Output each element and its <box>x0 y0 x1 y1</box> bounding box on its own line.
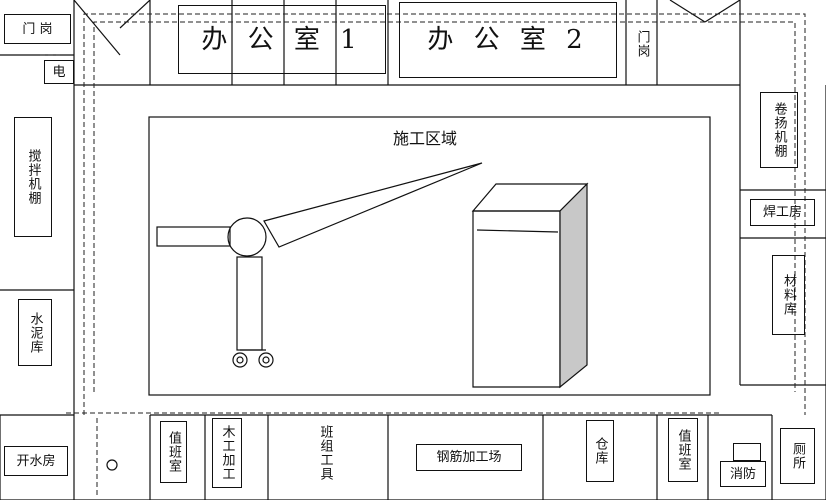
duty-room-left-box: 值班室 <box>160 421 187 483</box>
boiler-room-label: 开水房 <box>16 453 56 469</box>
office1-label: 办 公 室 1 <box>201 24 363 55</box>
office1-box: 办 公 室 1 <box>178 5 386 74</box>
electric-box: 电 <box>44 60 74 84</box>
duty-room-right-label: 值班室 <box>675 429 691 471</box>
fire-equipment-top <box>733 443 761 461</box>
toilet-label: 厕所 <box>790 442 805 470</box>
team-tools-label: 班组工具 <box>317 425 333 481</box>
mixer-shed-label: 搅拌机棚 <box>25 149 41 205</box>
material-store-box: 材料库 <box>772 255 805 335</box>
carpentry-box: 木工加工 <box>212 418 242 488</box>
duty-room-left-label: 值班室 <box>166 431 181 473</box>
cement-store-box: 水泥库 <box>18 299 52 366</box>
electric-label: 电 <box>52 64 66 80</box>
rebar-yard-label: 钢筋加工场 <box>436 450 502 465</box>
weld-room-label: 焊工房 <box>762 205 802 220</box>
carpentry-label: 木工加工 <box>219 425 235 481</box>
warehouse-label: 仓库 <box>592 437 608 465</box>
fire-label: 消防 <box>729 466 756 482</box>
hoist-shed-box: 卷扬机棚 <box>760 92 798 168</box>
cement-store-label: 水泥库 <box>27 311 43 354</box>
construction-zone-title: 施工区域 <box>393 129 458 148</box>
rebar-yard-box: 钢筋加工场 <box>416 444 522 471</box>
boiler-room-box: 开水房 <box>4 446 68 476</box>
gate-right-area: 门岗 <box>628 14 656 74</box>
hoist-shed-label: 卷扬机棚 <box>771 102 787 158</box>
gate-right-label: 门岗 <box>634 30 650 58</box>
toilet-box: 厕所 <box>780 428 815 484</box>
mixer-shed-box: 搅拌机棚 <box>14 117 52 237</box>
warehouse-box: 仓库 <box>586 420 614 482</box>
material-store-label: 材料库 <box>781 274 796 316</box>
weld-room-box: 焊工房 <box>750 199 815 226</box>
fire-box: 消防 <box>720 461 766 487</box>
office2-label: 办 公 室 2 <box>427 25 589 55</box>
gate-left-label: 门 岗 <box>22 21 53 37</box>
duty-room-right-box: 值班室 <box>668 418 698 482</box>
gate-left-box: 门 岗 <box>4 14 71 44</box>
office2-box: 办 公 室 2 <box>399 2 617 78</box>
team-tools-area: 班组工具 <box>310 418 340 488</box>
